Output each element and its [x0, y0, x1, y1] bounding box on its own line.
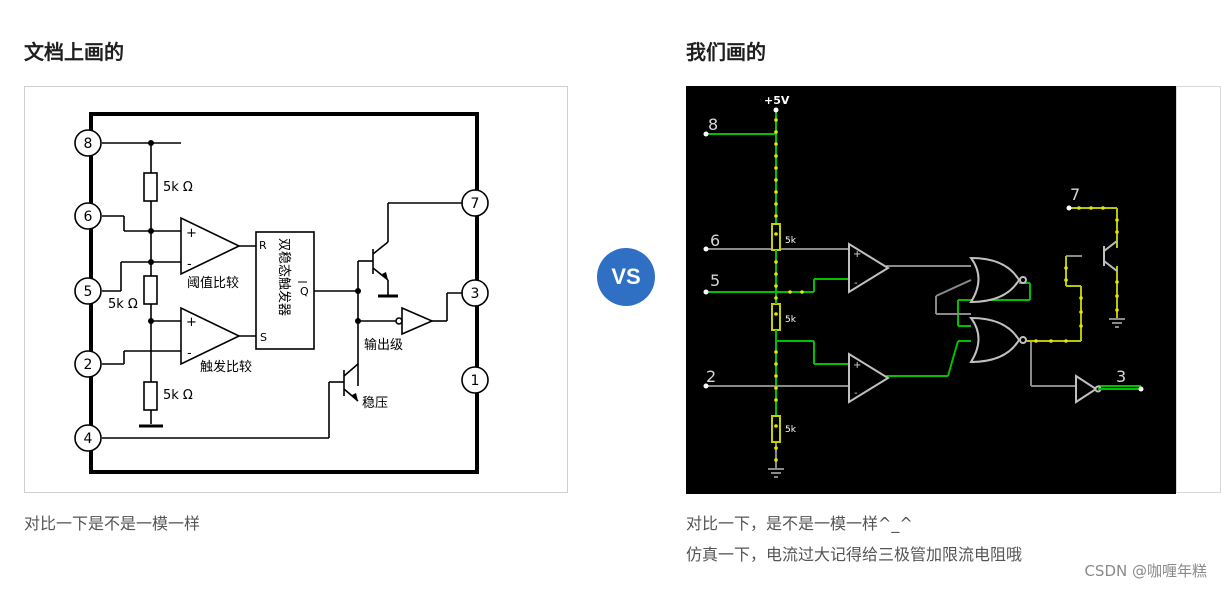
pin-7-circle	[461, 189, 489, 217]
pin-3-circle	[461, 279, 489, 307]
pin-6-label: 6	[84, 209, 93, 225]
pin-8-label: 8	[84, 136, 93, 152]
pin-4-label: 4	[84, 431, 93, 447]
sim-res-mid-label: 5k	[785, 315, 797, 325]
flipflop-label: 双稳态触发器	[276, 238, 292, 316]
pin-3-label: 3	[471, 286, 480, 302]
pin-1-label: 1	[471, 373, 480, 389]
pin-7-label: 7	[471, 196, 480, 212]
resistor-mid-label: 5k Ω	[108, 297, 138, 312]
output-stage-label: 输出级	[364, 337, 403, 353]
sim-res-bottom-label: 5k	[785, 425, 797, 435]
sim-comp-top-plus: +	[853, 249, 861, 260]
sim-pin-2-label: 2	[706, 367, 716, 386]
sim-comp-top-minus: -	[854, 278, 858, 289]
datasheet-schematic: 8 6 5 2 4 7 3 1 5k Ω 5k Ω 5k Ω + - + - 阈…	[24, 86, 568, 493]
comp-bottom-minus: -	[187, 346, 192, 361]
pin-2-label: 2	[84, 357, 93, 373]
simulator-panel: +5V 8 6 5 2 7 3 5k 5k 5k + - + -	[686, 86, 1221, 498]
sim-pin-7-label: 7	[1070, 185, 1080, 204]
pin-6-circle	[74, 202, 102, 230]
ff-s-label: S	[260, 331, 267, 344]
pin-4-circle	[74, 424, 102, 452]
right-caption-2: 仿真一下，电流过大记得给三极管加限流电阻哦	[686, 545, 1023, 564]
sim-comp-bottom-minus: -	[854, 388, 858, 399]
right-heading: 我们画的	[686, 40, 766, 64]
sim-pin-3-label: 3	[1116, 367, 1126, 386]
left-heading: 文档上画的	[24, 40, 124, 64]
sim-comp-bottom-plus: +	[853, 360, 861, 371]
pin-1-circle	[461, 366, 489, 394]
ff-q-label: Q	[300, 285, 309, 298]
supply-label: +5V	[764, 94, 790, 107]
sim-pin-5-label: 5	[710, 271, 720, 290]
resistor-top-label: 5k Ω	[163, 180, 193, 195]
pin-5-circle	[74, 277, 102, 305]
trigger-comparator-label: 触发比较	[200, 359, 252, 375]
datasheet-schematic-panel: 8 6 5 2 4 7 3 1 5k Ω 5k Ω 5k Ω + - + - 阈…	[24, 86, 569, 498]
comp-top-minus: -	[187, 257, 192, 272]
sim-res-top-label: 5k	[785, 236, 797, 246]
simulator-circuit: +5V 8 6 5 2 7 3 5k 5k 5k + - + -	[686, 86, 1221, 494]
left-caption: 对比一下是不是一模一样	[24, 514, 201, 533]
comp-bottom-plus: +	[186, 315, 197, 330]
resistor-bottom-label: 5k Ω	[163, 388, 193, 403]
vs-badge: VS	[597, 248, 655, 306]
csdn-watermark: CSDN @咖喱年糕	[1084, 562, 1207, 580]
pin-5-label: 5	[84, 284, 93, 300]
pin-8-circle	[74, 129, 102, 157]
threshold-comparator-label: 阈值比较	[187, 275, 239, 291]
ff-r-label: R	[259, 239, 267, 252]
sim-pin-8-label: 8	[708, 115, 718, 134]
sim-pin-6-label: 6	[710, 231, 720, 250]
comp-top-plus: +	[186, 226, 197, 241]
right-caption-1: 对比一下，是不是一模一样^_^	[686, 514, 913, 533]
regulator-label: 稳压	[362, 395, 388, 411]
pin-2-circle	[74, 350, 102, 378]
